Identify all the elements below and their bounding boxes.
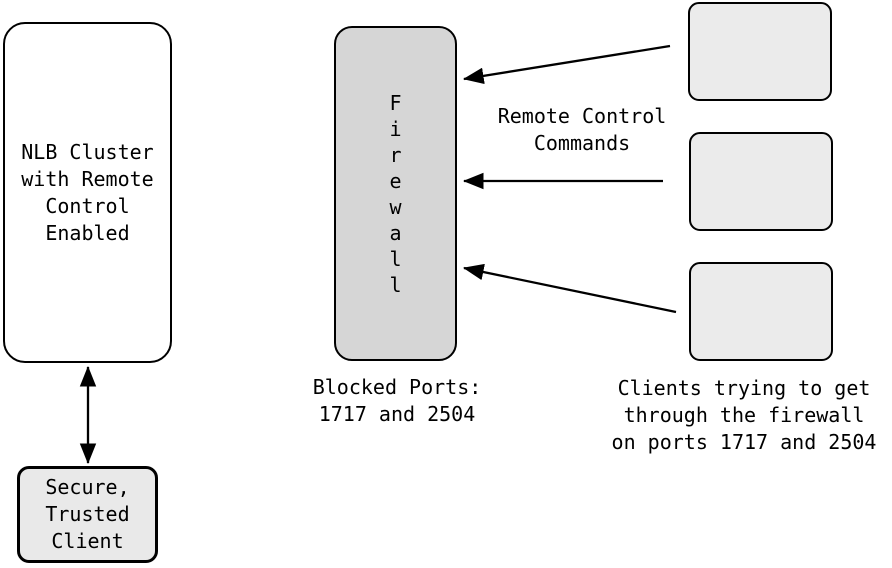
firewall-box: F i r e w a l l	[334, 26, 457, 361]
client-box-3	[689, 262, 833, 361]
secure-trusted-client-box: Secure, Trusted Client	[17, 466, 158, 563]
remote-command-arrow-top	[462, 44, 671, 85]
blocked-ports-caption: Blocked Ports: 1717 and 2504	[312, 375, 482, 426]
client-box-1	[688, 2, 832, 101]
remote-command-arrow-bottom	[462, 263, 677, 314]
remote-control-commands-caption: Remote Control Commands	[497, 104, 667, 155]
clients-trying-caption: Clients trying to get through the firewa…	[611, 376, 877, 454]
client-box-2	[689, 132, 833, 231]
secure-trusted-client-label: Secure, Trusted Client	[45, 475, 130, 553]
nlb-cluster-label: NLB Cluster with Remote Control Enabled	[21, 139, 154, 245]
nlb-cluster-box: NLB Cluster with Remote Control Enabled	[3, 22, 172, 363]
firewall-label: F i r e w a l l	[389, 90, 402, 297]
